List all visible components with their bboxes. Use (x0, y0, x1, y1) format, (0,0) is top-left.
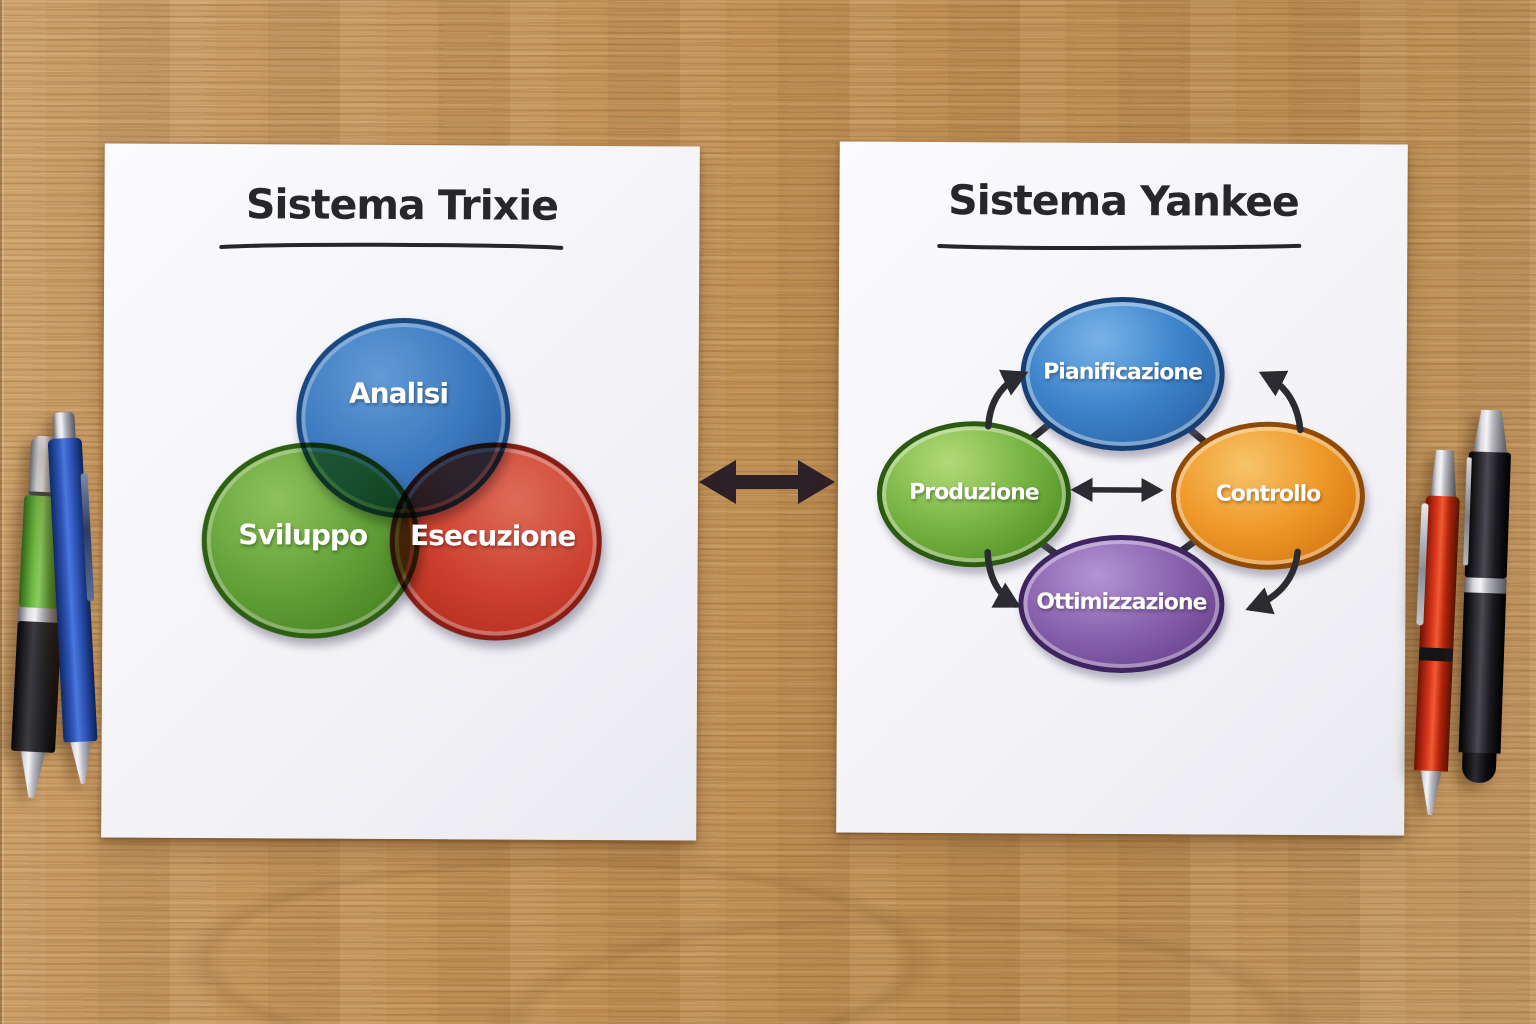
pen-lower-barrel (1413, 660, 1453, 772)
arrow-produzione-to-pianificazione (985, 369, 1029, 430)
venn-label-esecuzione: Esecuzione (409, 519, 576, 553)
pen-end-cap (1461, 752, 1497, 784)
pen-clip (1463, 457, 1472, 566)
title-underline (219, 242, 564, 250)
venn-label-sviluppo: Sviluppo (238, 518, 368, 552)
cycle-arrows (984, 369, 1304, 615)
pen-barrel (1416, 495, 1460, 649)
pen-plunger (52, 411, 76, 439)
pen-cap (1473, 410, 1508, 453)
pen-clip (80, 473, 95, 602)
right-sheet: Sistema Yankee Pianificazione Produzione… (836, 141, 1408, 836)
arrow-controllo-to-pianificazione (1258, 370, 1304, 434)
pen-barrel (1463, 451, 1512, 579)
black-pen (1458, 409, 1513, 784)
pen-tip (15, 751, 49, 799)
comparison-double-arrow-icon (699, 460, 835, 504)
venn-label-analisi: Analisi (348, 376, 449, 411)
pen-tip (66, 741, 98, 785)
arrow-controllo-to-ottimizzazione (1245, 548, 1301, 615)
pen-cap (1430, 450, 1458, 497)
title-underline (937, 243, 1302, 250)
left-sheet: Sistema Trixie Analisi Sviluppo Esecuzio… (101, 143, 700, 841)
arrow-produzione-to-ottimizzazione (984, 549, 1022, 608)
left-sheet-title: Sistema Trixie (245, 180, 559, 230)
pen-grip (10, 620, 62, 753)
pen-ring (1464, 577, 1507, 594)
pen-tip (1416, 770, 1444, 815)
pen-lower-barrel (1458, 592, 1507, 754)
red-pen (1412, 449, 1462, 815)
pen-clip (1416, 503, 1429, 626)
